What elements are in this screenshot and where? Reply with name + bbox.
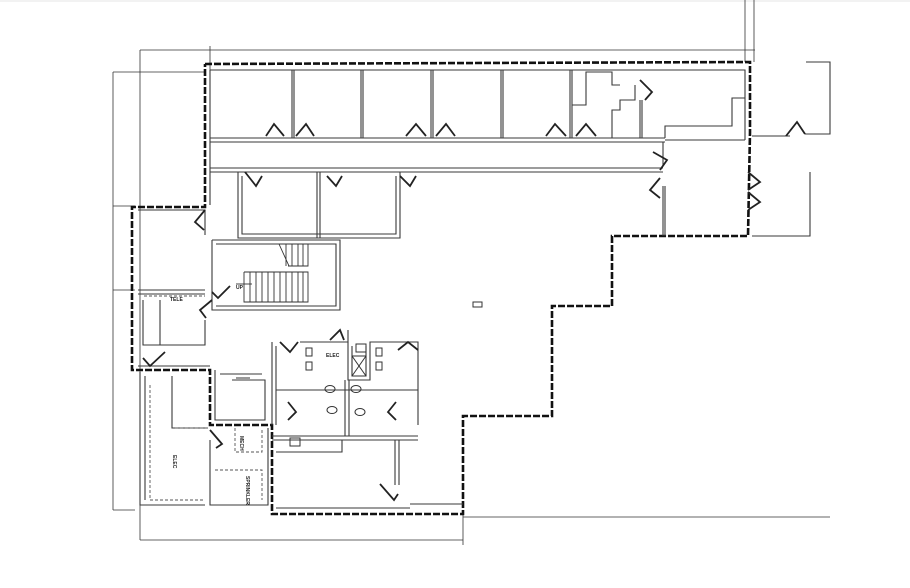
doors [142,79,806,502]
label-tele: TELE [170,297,183,303]
room-labels: TELE ELEC UP ELEC MECH SPRINKLER [170,285,340,505]
walls [138,61,831,509]
label-stair-up: UP [236,285,244,291]
label-mech: MECH [238,436,244,451]
dimension-lines [112,0,830,545]
building-boundary [130,60,752,516]
fixtures [236,301,483,447]
stairs [236,243,309,303]
label-sprinkler: SPRINKLER [244,476,250,505]
dashed-lines [144,295,263,501]
label-elec-core: ELEC [326,353,340,359]
label-elec-room: ELEC [171,455,177,469]
